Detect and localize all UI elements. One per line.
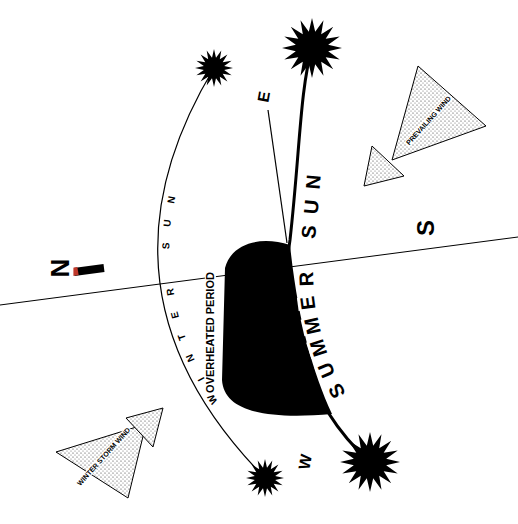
wind-arrow-head — [126, 408, 163, 447]
letter: N — [166, 195, 177, 204]
letter: S — [325, 380, 349, 401]
letter: U — [163, 218, 174, 226]
letter: N — [185, 353, 197, 364]
north-arrow-bar — [74, 268, 104, 272]
winter-sun-path — [158, 68, 265, 478]
letter: W — [206, 393, 220, 406]
summer-sun-path — [288, 48, 370, 462]
compass-label: W — [297, 452, 316, 472]
compass-label: S — [414, 219, 438, 237]
wind-arrow — [392, 66, 486, 160]
letter: R — [165, 287, 176, 296]
area-label: OVERHEATED PERIOD — [205, 271, 216, 394]
letter: T — [176, 332, 187, 341]
letter: U — [314, 359, 338, 380]
letter: U — [301, 199, 322, 215]
sun-symbol — [340, 432, 400, 492]
letter: M — [306, 337, 330, 359]
letter: E — [297, 295, 319, 311]
wind-arrow-head — [364, 146, 404, 186]
letter: R — [295, 272, 315, 287]
sun-symbol — [246, 459, 284, 497]
compass-label: N — [47, 258, 73, 279]
letter: S — [298, 224, 319, 239]
wind-arrow — [56, 424, 146, 498]
letter: E — [170, 310, 181, 319]
sun-symbol — [195, 49, 233, 87]
east-line — [268, 110, 287, 243]
letter: M — [300, 315, 323, 336]
compass-label: E — [255, 89, 273, 104]
sun-symbol — [282, 18, 342, 78]
letter: S — [162, 242, 172, 249]
letter: N — [303, 174, 324, 190]
